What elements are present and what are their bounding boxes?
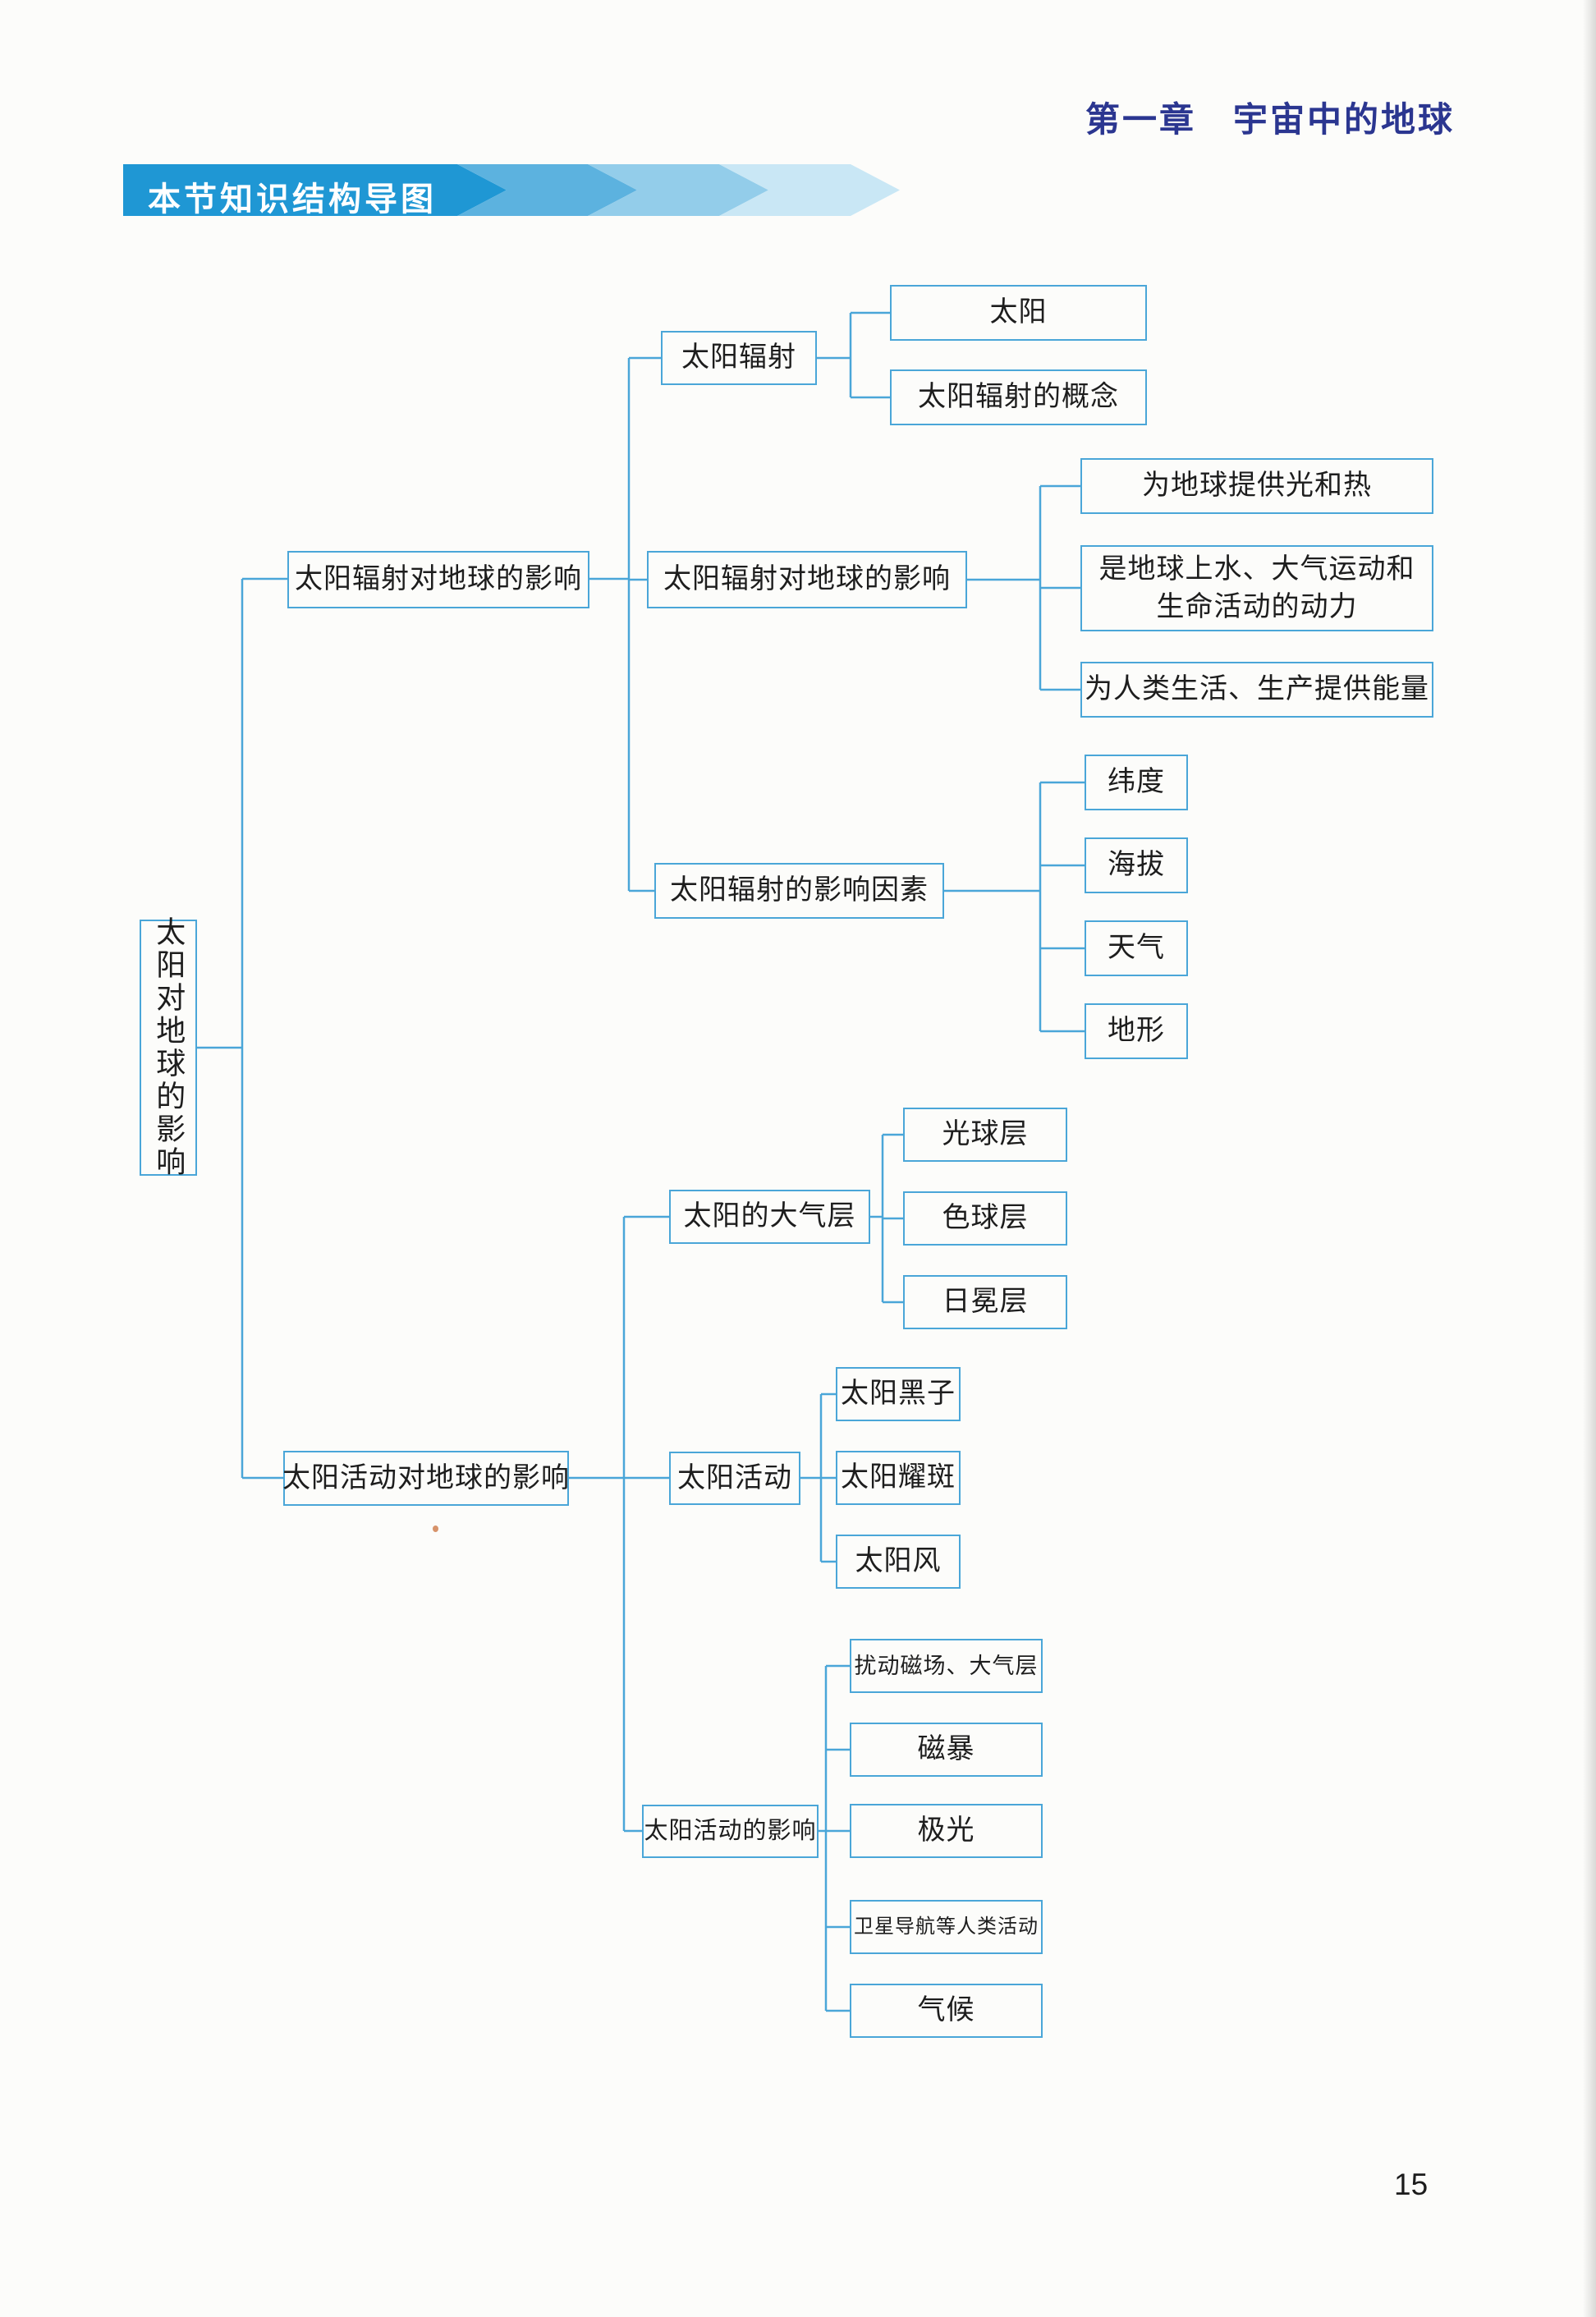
connector-branch-activity (569, 1215, 669, 1833)
connector-radiation-effects-children (967, 484, 1080, 691)
node-energy-for-human-life: 为人类生活、生产提供能量 (1080, 662, 1433, 718)
node-sun: 太阳 (890, 285, 1147, 341)
node-solar-flares: 太阳耀斑 (836, 1451, 961, 1505)
node-radiation-effect-on-earth: 太阳辐射对地球的影响 (647, 551, 967, 608)
banner-chevron-4 (719, 164, 900, 216)
node-activity-effects: 太阳活动的影响 (642, 1805, 819, 1858)
banner-chevron-2 (457, 164, 637, 216)
node-branch-solar-radiation-effects: 太阳辐射对地球的影响 (287, 551, 589, 608)
connector-activity-effects-children (819, 1664, 850, 2012)
node-satellite-navigation-human-activity: 卫星导航等人类活动 (850, 1900, 1043, 1954)
banner-chevron-3 (588, 164, 768, 216)
connector-atmosphere-children (870, 1133, 903, 1304)
node-root: 太阳对地球的影响 (140, 916, 197, 1179)
connector-radiation-factors-children (944, 781, 1085, 1033)
node-climate: 气候 (850, 1984, 1043, 2038)
node-aurora: 极光 (850, 1804, 1043, 1858)
node-terrain: 地形 (1085, 1003, 1188, 1059)
node-disturb-magnetic-field-atmosphere: 扰动磁场、大气层 (850, 1639, 1043, 1693)
page-number: 15 (1394, 2168, 1429, 2201)
node-power-for-water-atmosphere-life: 是地球上水、大气运动和生命活动的动力 (1080, 545, 1433, 631)
banner-title: 本节知识结构导图 (148, 181, 437, 218)
scan-edge-shadow (1583, 0, 1596, 2317)
node-provides-light-heat: 为地球提供光和热 (1080, 458, 1433, 514)
scan-speck (433, 1526, 438, 1532)
chapter-header: 第一章 宇宙中的地球 (1085, 100, 1455, 139)
node-radiation-concept: 太阳辐射的概念 (890, 369, 1147, 425)
node-weather: 天气 (1085, 920, 1188, 976)
node-radiation-factors: 太阳辐射的影响因素 (654, 863, 944, 919)
node-branch-solar-activity-effects: 太阳活动对地球的影响 (282, 1451, 569, 1506)
connector-activity-children (800, 1392, 836, 1563)
node-corona: 日冕层 (903, 1275, 1067, 1329)
node-sun-atmosphere: 太阳的大气层 (669, 1190, 870, 1244)
node-solar-wind: 太阳风 (836, 1535, 961, 1589)
node-solar-activity: 太阳活动 (669, 1452, 800, 1505)
node-magnetic-storm: 磁暴 (850, 1723, 1043, 1777)
connector-root-trunk (197, 577, 287, 1480)
node-solar-radiation: 太阳辐射 (661, 331, 817, 385)
node-altitude: 海拔 (1085, 837, 1188, 893)
banner-chevron-1 (123, 164, 507, 216)
node-latitude: 纬度 (1085, 755, 1188, 810)
connector-solar-radiation-children (817, 311, 890, 399)
node-sunspots: 太阳黑子 (836, 1367, 961, 1421)
node-chromosphere: 色球层 (903, 1191, 1067, 1246)
connector-branch-radiation (589, 356, 661, 892)
node-photosphere: 光球层 (903, 1108, 1067, 1162)
